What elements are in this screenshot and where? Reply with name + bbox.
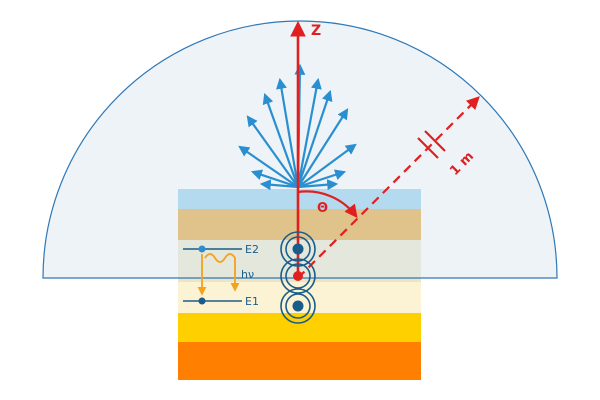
emission-ray — [262, 92, 300, 188]
emission-ray — [297, 143, 357, 188]
hemisphere-dome — [42, 20, 558, 279]
energy-level-diagram: E2 E1 hν — [183, 243, 259, 308]
emission-ray — [297, 179, 339, 191]
atom-bottom — [280, 288, 316, 324]
emission-ray — [250, 169, 299, 189]
z-axis-label: Z — [311, 23, 321, 39]
atom-middle — [280, 258, 316, 294]
photon-wave — [204, 253, 240, 292]
theta-label: Θ — [317, 201, 328, 216]
emission-ray — [297, 108, 349, 188]
emission-ray — [297, 169, 347, 189]
layer-orange — [178, 342, 421, 380]
atom-stack — [280, 231, 316, 324]
emission-ray — [238, 145, 299, 188]
electron-e2 — [198, 245, 206, 253]
emission-rays — [238, 63, 357, 191]
distance-break-marker — [417, 130, 446, 159]
emission-ray — [296, 77, 322, 188]
theta-arc — [297, 190, 358, 219]
energy-level-e2-label: E2 — [245, 243, 259, 256]
emission-direction-line — [297, 96, 480, 279]
emission-ray — [296, 89, 333, 188]
electron-e1 — [198, 297, 206, 305]
emission-ray — [246, 115, 299, 188]
energy-level-e1-label: E1 — [245, 295, 259, 308]
atom-top — [280, 231, 316, 267]
photon-label: hν — [241, 268, 254, 281]
emission-ray — [276, 77, 300, 188]
emission-ray — [259, 179, 299, 191]
